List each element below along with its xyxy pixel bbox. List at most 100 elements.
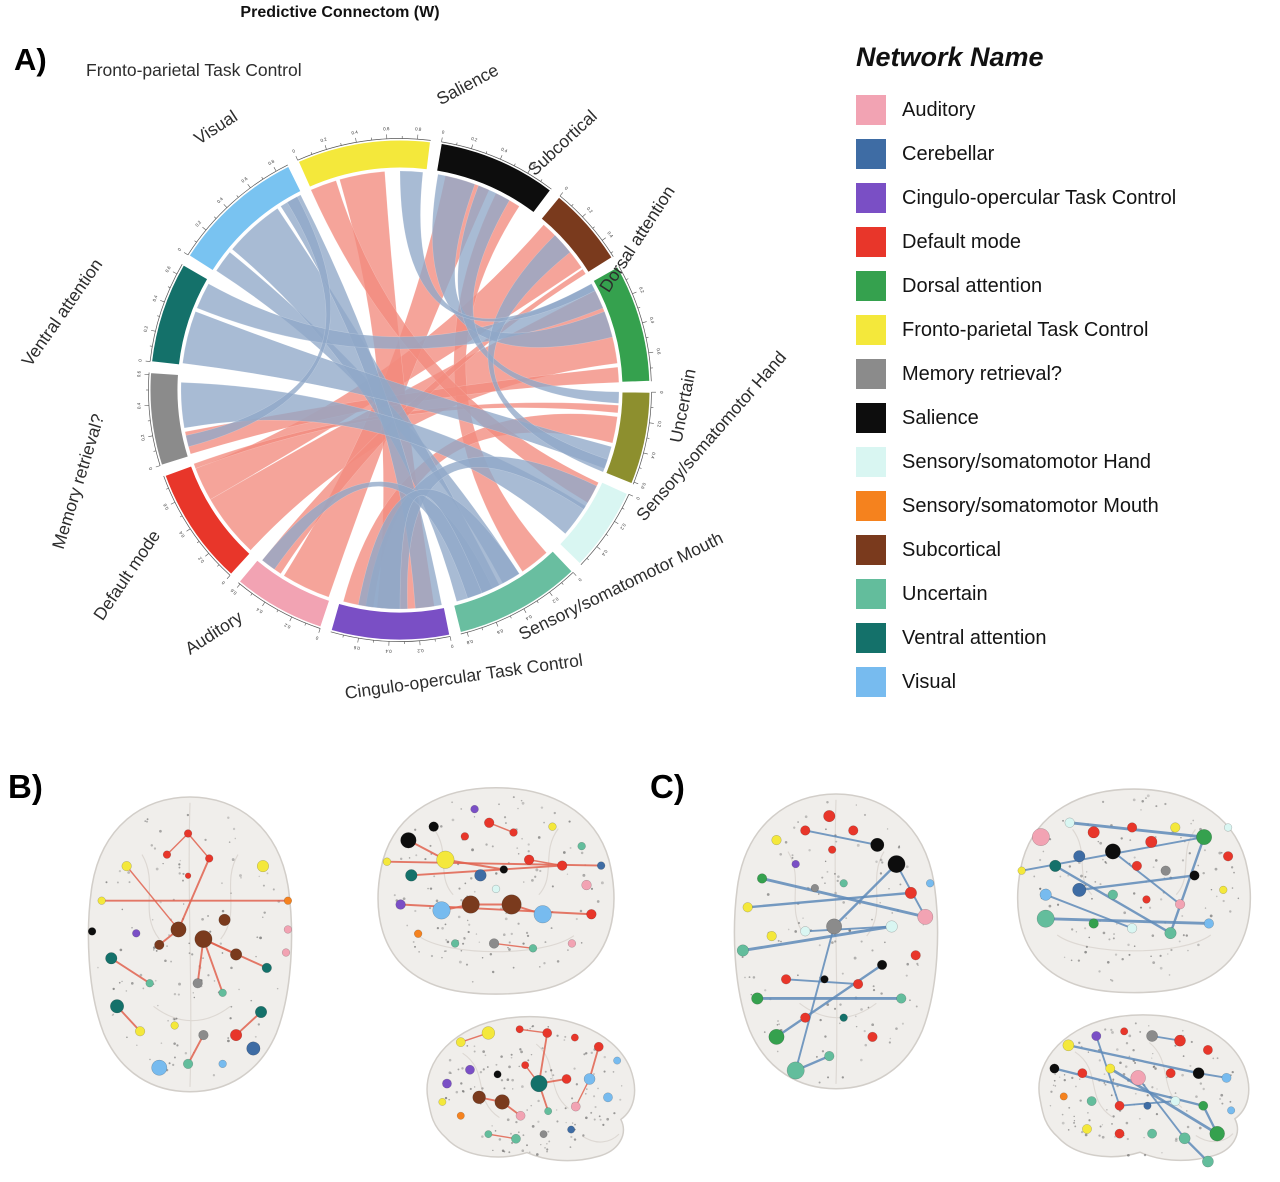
- connectome-node-fronto: [481, 1026, 496, 1040]
- connectome-node-fronto: [548, 822, 557, 831]
- chord-axis-tick: [304, 623, 307, 626]
- brain-speck: [1189, 1064, 1192, 1067]
- brain-speck: [105, 881, 108, 884]
- brain-speck: [899, 883, 902, 886]
- brain-speck: [446, 940, 450, 944]
- brain-speck: [787, 928, 790, 931]
- brain-speck: [460, 808, 463, 810]
- chord-axis-tick: [625, 278, 629, 281]
- brain-speck: [503, 1150, 506, 1153]
- brain-speck: [517, 807, 519, 810]
- connectome-node-visual: [613, 1056, 622, 1065]
- brain-speck: [834, 873, 836, 875]
- brain-speck: [1153, 1065, 1156, 1068]
- brain-speck: [1087, 1051, 1090, 1053]
- chord-axis-tick: [571, 204, 574, 207]
- brain-speck: [1080, 874, 1083, 878]
- connectome-node-dorsal: [1198, 1100, 1209, 1111]
- brain-speck: [1111, 1031, 1114, 1034]
- connectome-node-fronto: [170, 1021, 179, 1030]
- brain-speck: [547, 1130, 550, 1133]
- brain-speck: [266, 872, 269, 875]
- brain-speck: [1121, 957, 1124, 961]
- brain-speck: [821, 1050, 825, 1053]
- connectome-node-cerebellar: [567, 1125, 576, 1134]
- chord-axis-tick-label: 0.6: [240, 176, 248, 184]
- brain-speck: [503, 816, 507, 819]
- connectome-edge: [804, 925, 893, 933]
- chord-axis-tick-label: 0: [291, 148, 296, 154]
- brain-speck: [881, 861, 884, 864]
- brain-speck: [444, 923, 447, 926]
- brain-speck: [229, 1017, 232, 1020]
- brain-speck: [155, 949, 158, 952]
- brain-speck: [1151, 1057, 1153, 1059]
- connectome-node-default: [162, 850, 172, 859]
- legend-swatch-memory: [856, 359, 886, 389]
- chord-axis-tick-label: 0.2: [471, 136, 479, 143]
- brain-speck: [227, 1037, 230, 1040]
- brain-speck: [503, 1087, 506, 1090]
- brain-speck: [1152, 866, 1155, 869]
- chord-axis: [149, 264, 183, 362]
- connectome-node-salience: [499, 865, 508, 874]
- brain-speck: [1103, 1073, 1106, 1075]
- legend-label: Cingulo-opercular Task Control: [902, 187, 1177, 209]
- brain-speck: [808, 849, 811, 852]
- brain-speck: [539, 869, 542, 873]
- brain-speck: [571, 1122, 574, 1124]
- brain-speck: [763, 1031, 766, 1033]
- brain-speck: [831, 941, 834, 944]
- brain-speck: [521, 1085, 524, 1088]
- brain-sulcus: [188, 802, 192, 1087]
- connectome-node-default: [910, 950, 921, 961]
- legend-label: Ventral attention: [902, 627, 1047, 649]
- brain-speck: [191, 953, 194, 956]
- brain-speck: [538, 965, 541, 968]
- brain-speck: [854, 1015, 857, 1018]
- chord-axis-tick-label: 0.6: [640, 482, 647, 490]
- connectome-node-subcortical: [218, 913, 231, 926]
- brain-speck: [599, 1118, 602, 1121]
- brain-speck: [1039, 887, 1042, 890]
- brain-speck: [168, 1062, 171, 1065]
- brain-speck: [1233, 871, 1235, 874]
- chord-axis-tick: [540, 179, 543, 182]
- brain-speck: [585, 1052, 588, 1055]
- brain-speck: [517, 1131, 520, 1134]
- brain-speck: [556, 1120, 559, 1123]
- connectome-edge: [177, 857, 211, 931]
- connectome-node-default: [1120, 1027, 1129, 1036]
- connectome-node-salience: [870, 837, 885, 852]
- brain-speck: [793, 826, 796, 829]
- brain-speck: [563, 1039, 566, 1041]
- brain-speck: [451, 801, 454, 804]
- brain-speck: [784, 841, 788, 844]
- brain-speck: [491, 970, 495, 974]
- brain-speck: [1125, 1042, 1129, 1045]
- brain-speck: [1128, 1034, 1132, 1038]
- brain-speck: [1127, 1153, 1130, 1157]
- brain-speck: [125, 990, 128, 992]
- brain-speck: [448, 1058, 452, 1062]
- connectome-node-default: [1127, 822, 1138, 833]
- connectome-node-default: [184, 872, 192, 879]
- brain-speck: [1073, 1120, 1076, 1122]
- brain-speck: [585, 1116, 588, 1120]
- connectome-node-default: [1203, 1045, 1213, 1055]
- chord-axis-tick: [166, 487, 169, 490]
- brain-speck: [1063, 1078, 1066, 1082]
- legend-label: Dorsal attention: [902, 275, 1043, 297]
- brain-speck: [1106, 960, 1110, 964]
- legend-swatch-mouth: [856, 491, 886, 521]
- brain-speck: [1215, 895, 1218, 898]
- brain-speck: [1174, 1092, 1177, 1094]
- chord-axis-tick: [586, 558, 589, 561]
- brain-speck: [606, 1117, 610, 1121]
- connectome-node-subcortical: [501, 894, 522, 915]
- chord-axis-tick: [205, 553, 209, 557]
- brain-speck: [898, 845, 901, 847]
- chord-axis-tick-label: 0.4: [500, 147, 508, 154]
- brain-speck: [917, 964, 919, 967]
